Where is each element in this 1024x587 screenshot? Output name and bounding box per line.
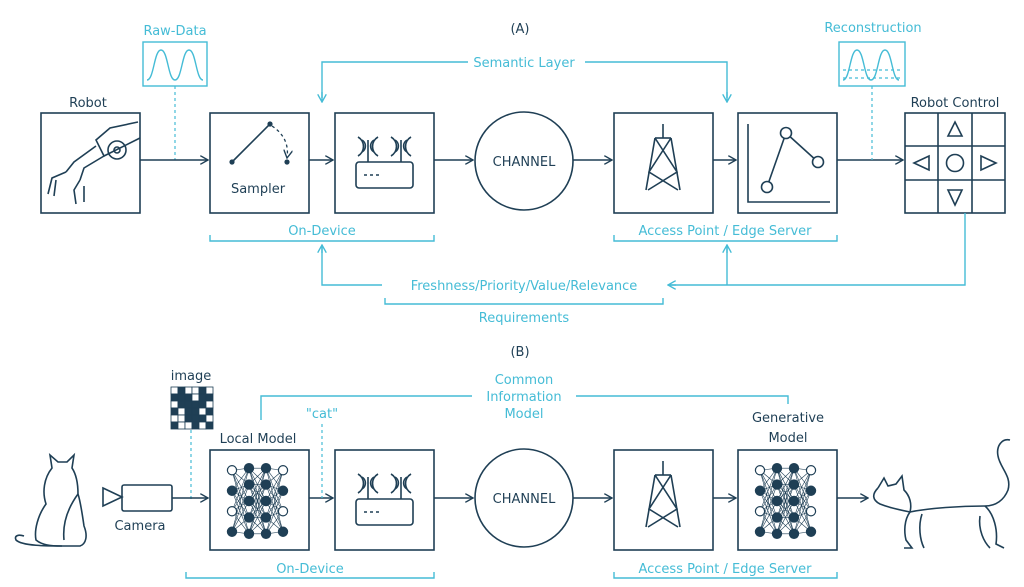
cat-icon bbox=[14, 452, 87, 547]
neural-net-icon-b bbox=[754, 463, 817, 540]
common-info-label-1: Common bbox=[495, 373, 554, 388]
robot-arm-icon bbox=[47, 121, 141, 205]
graph-icon bbox=[747, 124, 830, 203]
panel-a-label: (A) bbox=[510, 22, 529, 37]
local-model-box bbox=[209, 449, 310, 551]
camera-label: Camera bbox=[114, 519, 165, 534]
local-model-label: Local Model bbox=[220, 432, 297, 447]
common-info-label-3: Model bbox=[504, 407, 543, 422]
on-device-label-b: On-Device bbox=[276, 562, 344, 577]
cat-walking-icon bbox=[872, 438, 1011, 549]
generative-label-2: Model bbox=[768, 431, 807, 446]
router-icon-b bbox=[355, 473, 414, 526]
image-label: image bbox=[171, 369, 212, 384]
semantic-layer-label: Semantic Layer bbox=[473, 56, 575, 71]
panel-b-label: (B) bbox=[510, 345, 529, 360]
channel-circle-a bbox=[474, 111, 574, 211]
raw-data-label: Raw-Data bbox=[143, 24, 206, 39]
reconstruction-waveform-icon bbox=[838, 41, 906, 87]
switch-icon bbox=[229, 121, 289, 165]
requirements-label: Requirements bbox=[479, 311, 570, 326]
sampler-box bbox=[209, 112, 310, 214]
access-point-label-b: Access Point / Edge Server bbox=[638, 562, 812, 577]
pixel-grid-icon bbox=[170, 386, 214, 430]
router-icon bbox=[355, 136, 414, 189]
robot-box bbox=[40, 112, 141, 214]
generative-label-1: Generative bbox=[752, 411, 824, 426]
common-info-label-2: Information bbox=[486, 390, 561, 405]
robot-control-label: Robot Control bbox=[911, 96, 1000, 111]
neural-net-icon bbox=[226, 463, 289, 540]
generative-model-box bbox=[737, 449, 838, 551]
sampler-label: Sampler bbox=[231, 182, 286, 197]
dpad-icon bbox=[904, 112, 1006, 214]
raw-data-waveform-icon bbox=[142, 41, 208, 87]
router-box-b bbox=[334, 449, 435, 551]
on-device-label-a: On-Device bbox=[288, 224, 356, 239]
channel-label-b: CHANNEL bbox=[493, 492, 556, 507]
router-box-a bbox=[334, 112, 435, 214]
channel-label-a: CHANNEL bbox=[493, 155, 556, 170]
tower-icon-b bbox=[645, 461, 681, 528]
reconstruction-label: Reconstruction bbox=[824, 21, 921, 36]
cat-quote-label: "cat" bbox=[306, 407, 338, 422]
camera-icon bbox=[102, 484, 173, 512]
freshness-label: Freshness/Priority/Value/Relevance bbox=[411, 279, 638, 294]
access-point-label-a: Access Point / Edge Server bbox=[638, 224, 812, 239]
robot-label: Robot bbox=[69, 96, 107, 111]
tower-icon bbox=[645, 124, 681, 191]
